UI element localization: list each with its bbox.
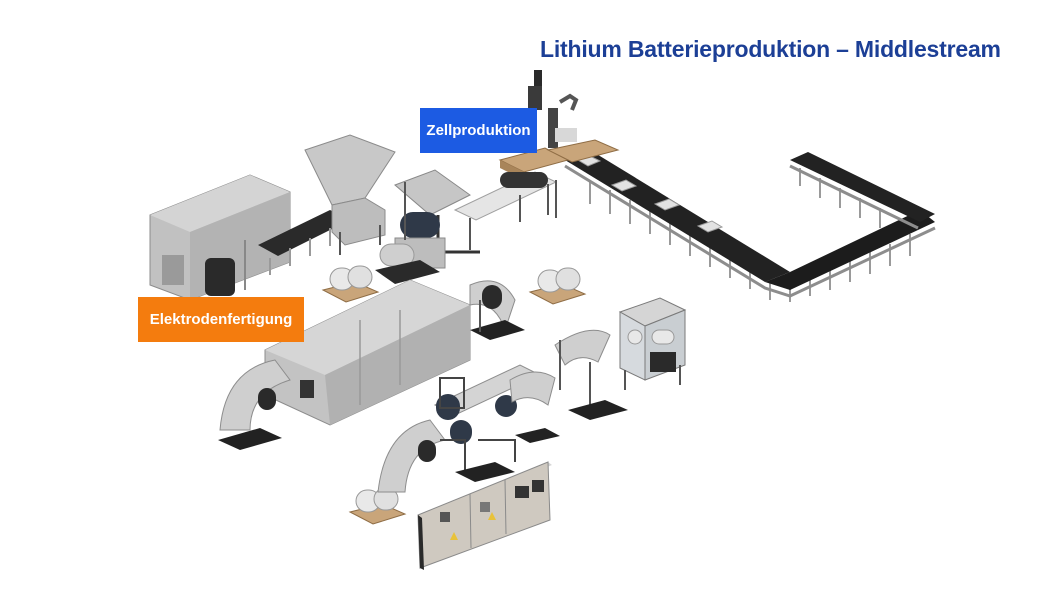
- zellproduktion-label: Zellproduktion: [420, 108, 537, 153]
- page-title: Lithium Batterieproduktion – Middlestrea…: [540, 36, 1001, 62]
- pallet-rolls: [321, 265, 587, 525]
- glass-cabinet: [618, 297, 687, 390]
- cell-conveyor: [436, 171, 558, 254]
- control-cabinet: [417, 461, 552, 570]
- main-conveyor: [564, 150, 936, 302]
- elektrodenfertigung-label: Elektrodenfertigung: [138, 297, 304, 342]
- coating-dryer: [218, 279, 525, 450]
- mixer-machine: [149, 134, 396, 301]
- winding-unit: [375, 169, 471, 284]
- calendar-line: [377, 329, 628, 493]
